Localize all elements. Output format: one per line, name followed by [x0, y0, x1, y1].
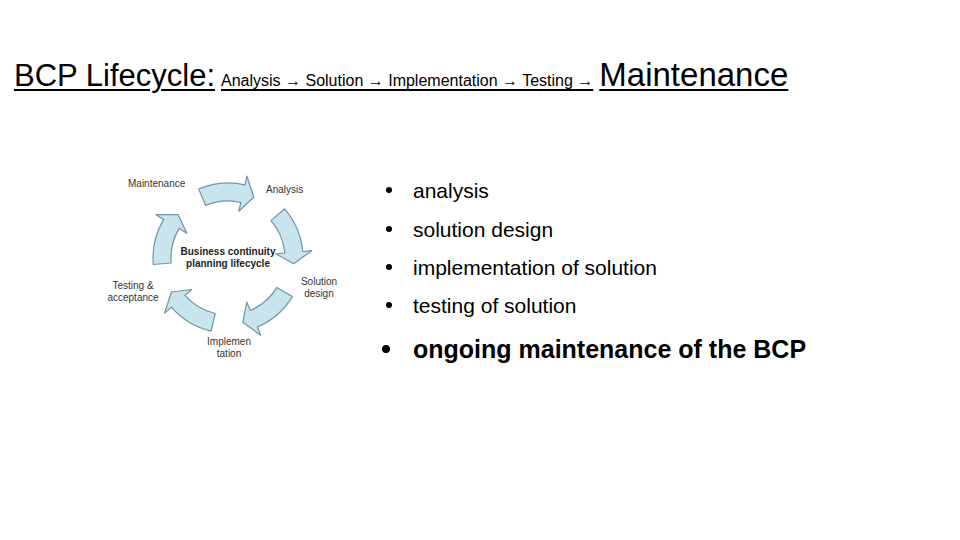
- bullet-text: testing of solution: [413, 293, 576, 318]
- cycle-arrow: [199, 176, 254, 211]
- bullet-dot: [386, 264, 392, 270]
- title-sequence: Analysis → Solution → Implementation → T…: [221, 72, 593, 90]
- stage-label: Testing & acceptance: [104, 280, 162, 304]
- title-row: BCP Lifecycle: Analysis → Solution → Impl…: [14, 56, 788, 94]
- bullet-dot: [386, 302, 392, 308]
- bullet-dot: [382, 345, 390, 353]
- slide-title: BCP Lifecycle:: [14, 58, 215, 94]
- bullet-dot: [386, 187, 392, 193]
- cycle-arrow: [243, 287, 292, 335]
- bullet-text: solution design: [413, 217, 553, 242]
- cycle-arrow: [271, 209, 312, 264]
- title-emphasis: Maintenance: [599, 56, 788, 94]
- stage-label: Solution design: [298, 276, 340, 300]
- cycle-arrow: [165, 290, 216, 332]
- stage-label: Implementation: [206, 336, 252, 360]
- bullet-dot: [386, 226, 392, 232]
- bullet-text: implementation of solution: [413, 255, 657, 280]
- cycle-arrow: [153, 215, 187, 265]
- bullet-text: ongoing maintenance of the BCP: [413, 334, 806, 364]
- cycle-center-label: Business continuity planning lifecycle: [176, 246, 280, 270]
- stage-label: Analysis: [266, 184, 316, 196]
- bullet-text: analysis: [413, 178, 489, 203]
- stage-label: Maintenance: [128, 178, 188, 190]
